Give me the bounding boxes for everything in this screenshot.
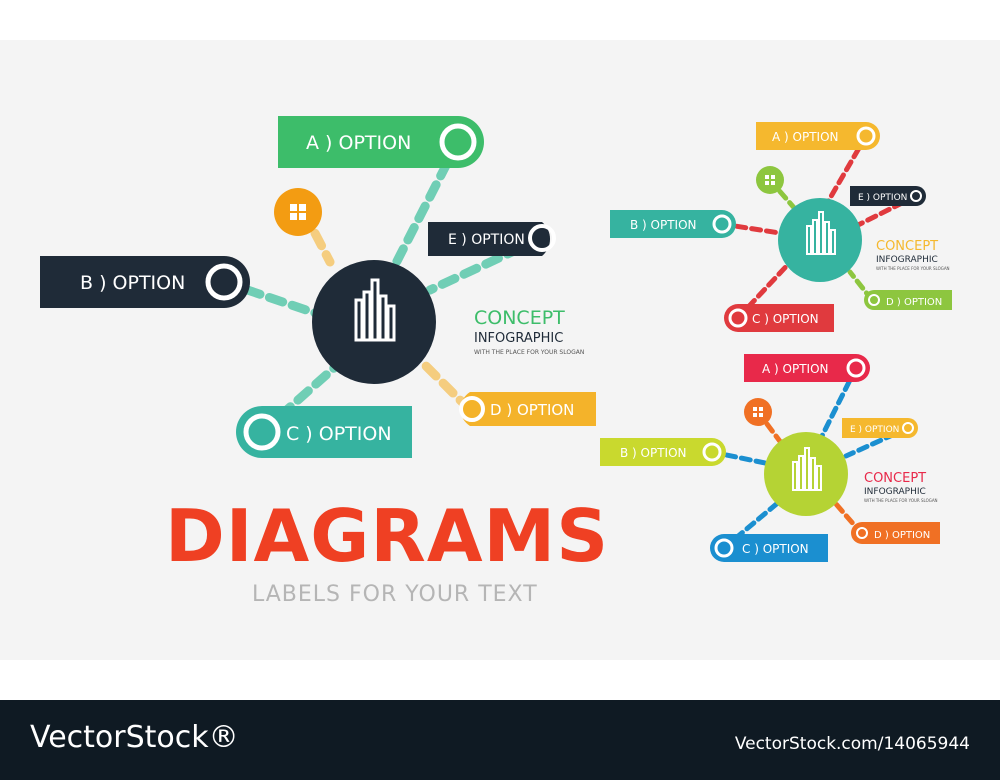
option-b[interactable]: B ) OPTION: [610, 210, 736, 238]
option-b-label: B ) OPTION: [630, 218, 697, 232]
concept-subtitle: INFOGRAPHIC: [474, 331, 563, 346]
option-c-label: C ) OPTION: [752, 312, 819, 326]
option-b[interactable]: B ) OPTION: [600, 438, 726, 466]
hub-bar-chart-icon: [312, 260, 436, 384]
option-c-label: C ) OPTION: [286, 423, 392, 445]
diagram-main: A ) OPTION B ) OPTION E ) OPTION C ) OPT…: [40, 116, 596, 458]
grid-icon-badge: [756, 166, 784, 194]
option-b[interactable]: B ) OPTION: [40, 256, 250, 308]
option-b-label: B ) OPTION: [620, 446, 687, 460]
option-a[interactable]: A ) OPTION: [756, 122, 880, 150]
option-d-label: D ) OPTION: [874, 530, 930, 541]
concept-subtitle: INFOGRAPHIC: [864, 487, 926, 497]
page-title: DIAGRAMS: [165, 494, 610, 578]
footer-brand[interactable]: VectorStock®: [30, 720, 239, 755]
option-c-label: C ) OPTION: [742, 542, 809, 556]
concept-title: CONCEPT: [474, 307, 565, 329]
option-c[interactable]: C ) OPTION: [710, 534, 828, 562]
diagram-svg: A ) OPTION B ) OPTION E ) OPTION C ) OPT…: [40, 116, 952, 562]
concept-slogan: WITH THE PLACE FOR YOUR SLOGAN: [876, 266, 950, 271]
option-b-label: B ) OPTION: [80, 272, 185, 294]
footer-bar: VectorStock® VectorStock.com/14065944: [0, 700, 1000, 780]
page-subtitle: LABELS FOR YOUR TEXT: [252, 582, 538, 607]
option-e[interactable]: E ) OPTION: [842, 418, 918, 438]
option-d-label: D ) OPTION: [886, 297, 942, 308]
option-a[interactable]: A ) OPTION: [744, 354, 870, 382]
option-e[interactable]: E ) OPTION: [850, 186, 926, 206]
option-a[interactable]: A ) OPTION: [278, 116, 484, 168]
concept-block: CONCEPT INFOGRAPHIC WITH THE PLACE FOR Y…: [474, 307, 584, 356]
grid-icon-badge: [744, 398, 772, 426]
grid-icon-badge: [274, 188, 322, 236]
option-c[interactable]: C ) OPTION: [236, 406, 412, 458]
concept-title: CONCEPT: [864, 471, 926, 486]
concept-subtitle: INFOGRAPHIC: [876, 255, 938, 265]
option-a-label: A ) OPTION: [762, 362, 829, 376]
footer-credit[interactable]: VectorStock.com/14065944: [734, 734, 970, 754]
option-d[interactable]: D ) OPTION: [851, 522, 940, 544]
option-a-label: A ) OPTION: [772, 130, 839, 144]
option-d[interactable]: D ) OPTION: [459, 392, 596, 426]
option-e[interactable]: E ) OPTION: [428, 222, 556, 256]
option-d-label: D ) OPTION: [490, 401, 574, 419]
diagram-top-right: A ) OPTION B ) OPTION E ) OPTION C ) OPT…: [610, 122, 952, 332]
hub-bar-chart-icon: [778, 198, 862, 282]
hub-bar-chart-icon: [764, 432, 848, 516]
option-e-label: E ) OPTION: [858, 193, 907, 203]
option-e-label: E ) OPTION: [850, 425, 899, 435]
concept-slogan: WITH THE PLACE FOR YOUR SLOGAN: [474, 349, 584, 356]
concept-block: CONCEPT INFOGRAPHIC WITH THE PLACE FOR Y…: [864, 471, 938, 503]
option-c[interactable]: C ) OPTION: [724, 304, 834, 332]
option-a-label: A ) OPTION: [306, 132, 411, 154]
option-d[interactable]: D ) OPTION: [864, 290, 952, 310]
diagram-bottom-right: A ) OPTION B ) OPTION E ) OPTION C ) OPT…: [600, 354, 940, 562]
concept-title: CONCEPT: [876, 239, 938, 254]
concept-slogan: WITH THE PLACE FOR YOUR SLOGAN: [864, 498, 938, 503]
concept-block: CONCEPT INFOGRAPHIC WITH THE PLACE FOR Y…: [876, 239, 950, 271]
option-e-label: E ) OPTION: [448, 232, 525, 248]
